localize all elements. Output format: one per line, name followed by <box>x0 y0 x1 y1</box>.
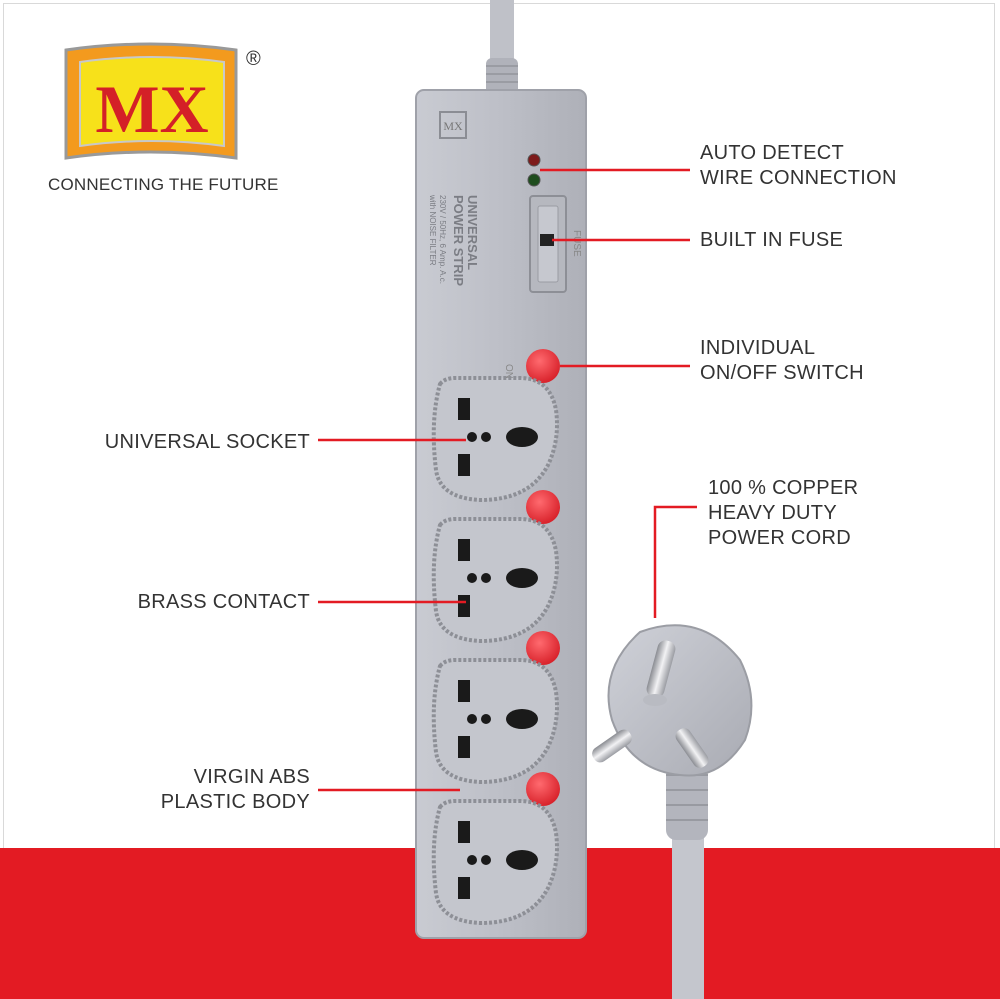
registered-mark: ® <box>246 48 261 70</box>
led-red-indicator <box>527 153 541 167</box>
switch-button-2[interactable] <box>526 490 560 524</box>
callout-auto-detect: AUTO DETECT WIRE CONNECTION <box>700 141 897 191</box>
callout-universal-socket: UNIVERSAL SOCKET <box>40 430 310 455</box>
strip-text-power-strip: POWER STRIP <box>451 195 466 286</box>
callout-switch-line-2: ON/OFF SWITCH <box>700 362 864 384</box>
socket-1 <box>431 376 559 503</box>
callout-built-in-fuse: BUILT IN FUSE <box>700 228 843 253</box>
callout-abs-body-line-2: PLASTIC BODY <box>160 791 310 813</box>
fuse-holder: FUSE <box>529 195 582 293</box>
callout-brass-contact: BRASS CONTACT <box>40 590 310 615</box>
strip-logo: MX <box>443 119 463 133</box>
callout-copper-cord-line-1: 100 % COPPER <box>708 477 859 499</box>
callout-brass-contact-line-1: BRASS CONTACT <box>137 591 310 613</box>
brand-tagline: CONNECTING THE FUTURE <box>48 175 279 194</box>
logo-text: MX <box>95 71 208 147</box>
strip-text-rating: 230V / 50Hz, 6 Amp. A.c. <box>438 195 447 284</box>
callout-built-in-fuse-line-1: BUILT IN FUSE <box>700 229 844 251</box>
strip-text-noise-filter: with NOISE FILTER <box>428 194 437 266</box>
switch-button-4[interactable] <box>526 772 560 806</box>
mx-logo: MX <box>64 42 238 160</box>
callout-universal-socket-line-1: UNIVERSAL SOCKET <box>104 431 310 453</box>
callout-auto-detect-line-2: WIRE CONNECTION <box>700 167 897 189</box>
callout-copper-cord: 100 % COPPER HEAVY DUTY POWER CORD <box>708 476 858 551</box>
socket-3 <box>431 658 559 785</box>
callout-lines <box>318 168 697 792</box>
strip-text-universal: UNIVERSAL <box>465 195 480 270</box>
led-green-indicator <box>527 173 541 187</box>
callout-abs-body-line-1: VIRGIN ABS <box>193 766 310 788</box>
socket-4 <box>431 799 559 926</box>
callout-copper-cord-line-2: HEAVY DUTY <box>708 502 837 524</box>
power-plug <box>592 624 753 999</box>
cable-top <box>486 0 518 98</box>
callout-switch: INDIVIDUAL ON/OFF SWITCH <box>700 336 864 386</box>
callout-switch-line-1: INDIVIDUAL <box>700 337 816 359</box>
callout-copper-cord-line-3: POWER CORD <box>708 527 851 549</box>
fuse-text: FUSE <box>571 230 582 257</box>
switch-button-1[interactable] <box>526 349 560 383</box>
callout-abs-body: VIRGIN ABS PLASTIC BODY <box>40 765 310 815</box>
socket-2 <box>431 517 559 644</box>
switch-button-3[interactable] <box>526 631 560 665</box>
on-text: ON <box>503 364 514 379</box>
callout-auto-detect-line-1: AUTO DETECT <box>700 142 845 164</box>
